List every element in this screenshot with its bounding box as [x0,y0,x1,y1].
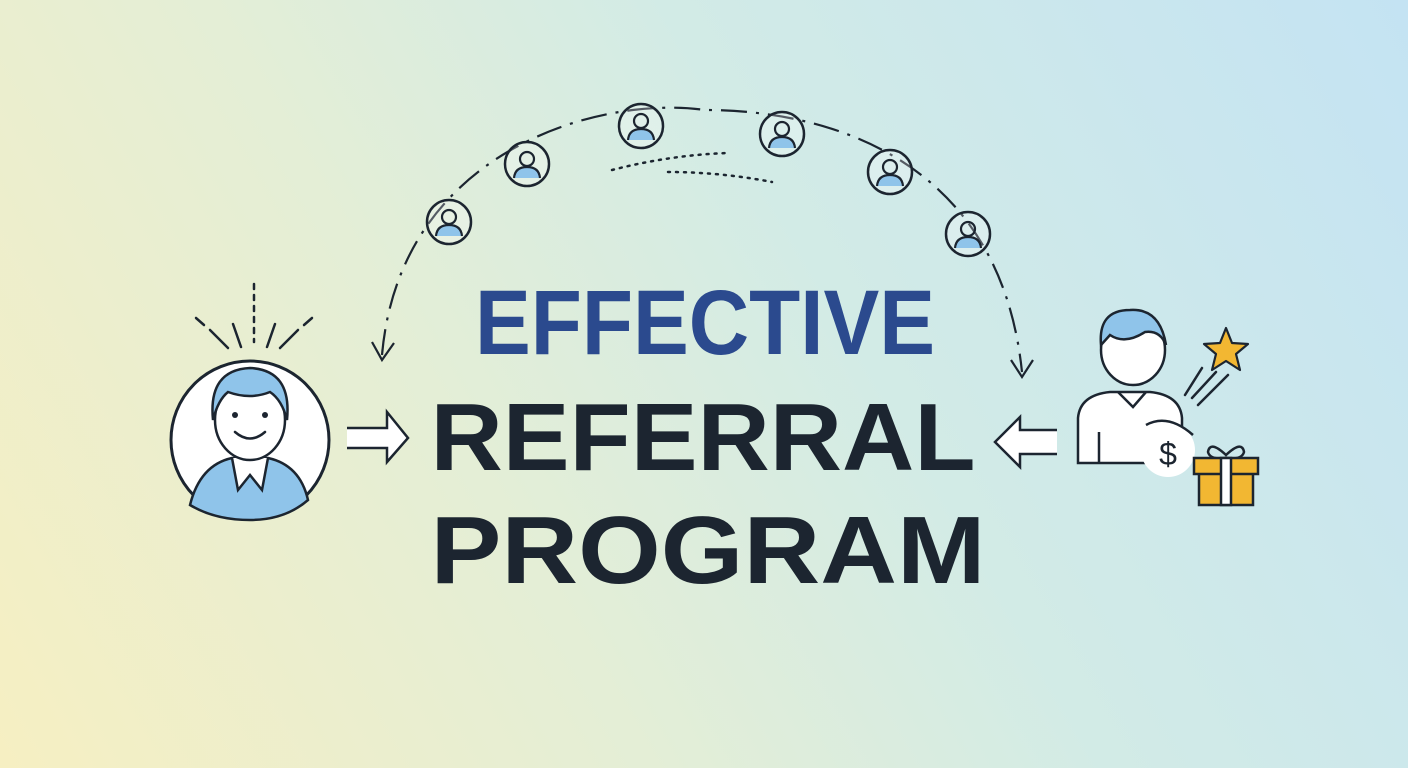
user-avatar-icon [617,102,665,150]
arrow-left-icon [993,413,1057,471]
person-smiling-icon [169,282,331,522]
speed-lines [1183,366,1230,407]
user-avatar-icon [503,140,551,188]
title-line-1: EFFECTIVE [475,272,935,374]
arc-arrowhead-right-icon [1010,359,1034,380]
gift-icon [1192,445,1260,507]
arrow-right-icon [347,408,410,466]
svg-text:$: $ [1159,436,1177,472]
title-line-3: PROGRAM [431,497,986,604]
user-avatar-icon [944,210,992,258]
user-avatar-icon [866,148,914,196]
user-avatar-icon [758,110,806,158]
dotted-line [610,151,730,172]
star-icon [1202,326,1250,372]
user-avatar-icon [425,198,473,246]
arc-arrowhead-left-icon [371,341,395,363]
dotted-line [666,170,774,184]
dollar-coin-icon: $ [1141,419,1195,477]
title-line-2: REFERRAL [431,384,976,491]
